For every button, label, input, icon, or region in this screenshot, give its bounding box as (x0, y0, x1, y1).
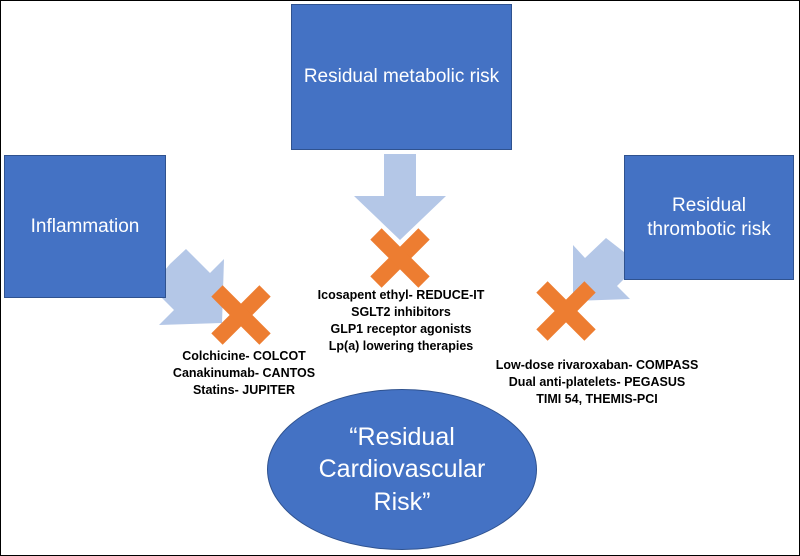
therapy-item: Dual anti-platelets- PEGASUS (508, 375, 686, 389)
center-line-2: Cardiovascular (318, 455, 486, 484)
metabolic-down-arrow-icon (354, 154, 446, 240)
metabolic-therapies: Icosapent ethyl- REDUCE-IT SGLT2 inhibit… (303, 287, 499, 355)
therapy-item: Canakinumab- CANTOS (172, 366, 316, 380)
thrombotic-cross-icon (536, 281, 596, 341)
metabolic-risk-label: Residual metabolic risk (303, 66, 500, 88)
therapy-item: GLP1 receptor agonists (330, 322, 472, 336)
inflammation-therapies: Colchicine- COLCOT Canakinumab- CANTOS S… (151, 348, 337, 399)
therapy-item: Icosapent ethyl- REDUCE-IT (317, 288, 485, 302)
inflammation-label: Inflammation (30, 215, 140, 237)
thrombotic-risk-box: Residual thrombotic risk (624, 155, 794, 280)
residual-cv-risk-ellipse: “Residual Cardiovascular Risk” (267, 389, 537, 550)
thrombotic-arrow-icon (573, 238, 637, 301)
therapy-item: Low-dose rivaroxaban- COMPASS (495, 358, 699, 372)
inflammation-arrow-icon (151, 249, 224, 325)
inflammation-cross-icon (211, 285, 271, 345)
therapy-item: TIMI 54, THEMIS-PCI (536, 392, 658, 406)
metabolic-risk-box: Residual metabolic risk (291, 4, 512, 150)
therapy-item: Statins- JUPITER (192, 383, 296, 397)
inflammation-box: Inflammation (4, 155, 166, 298)
center-line-1: “Residual (349, 422, 455, 451)
thrombotic-label-line-1: Residual (672, 194, 746, 216)
therapy-item: SGLT2 inhibitors (351, 305, 451, 319)
therapy-item: Colchicine- COLCOT (182, 349, 306, 363)
thrombotic-label-line-2: thrombotic risk (647, 218, 771, 240)
therapy-item: Lp(a) lowering therapies (328, 339, 474, 353)
metabolic-cross-icon (370, 228, 430, 288)
thrombotic-therapies: Low-dose rivaroxaban- COMPASS Dual anti-… (486, 357, 708, 408)
center-line-3: Risk” (373, 487, 431, 516)
